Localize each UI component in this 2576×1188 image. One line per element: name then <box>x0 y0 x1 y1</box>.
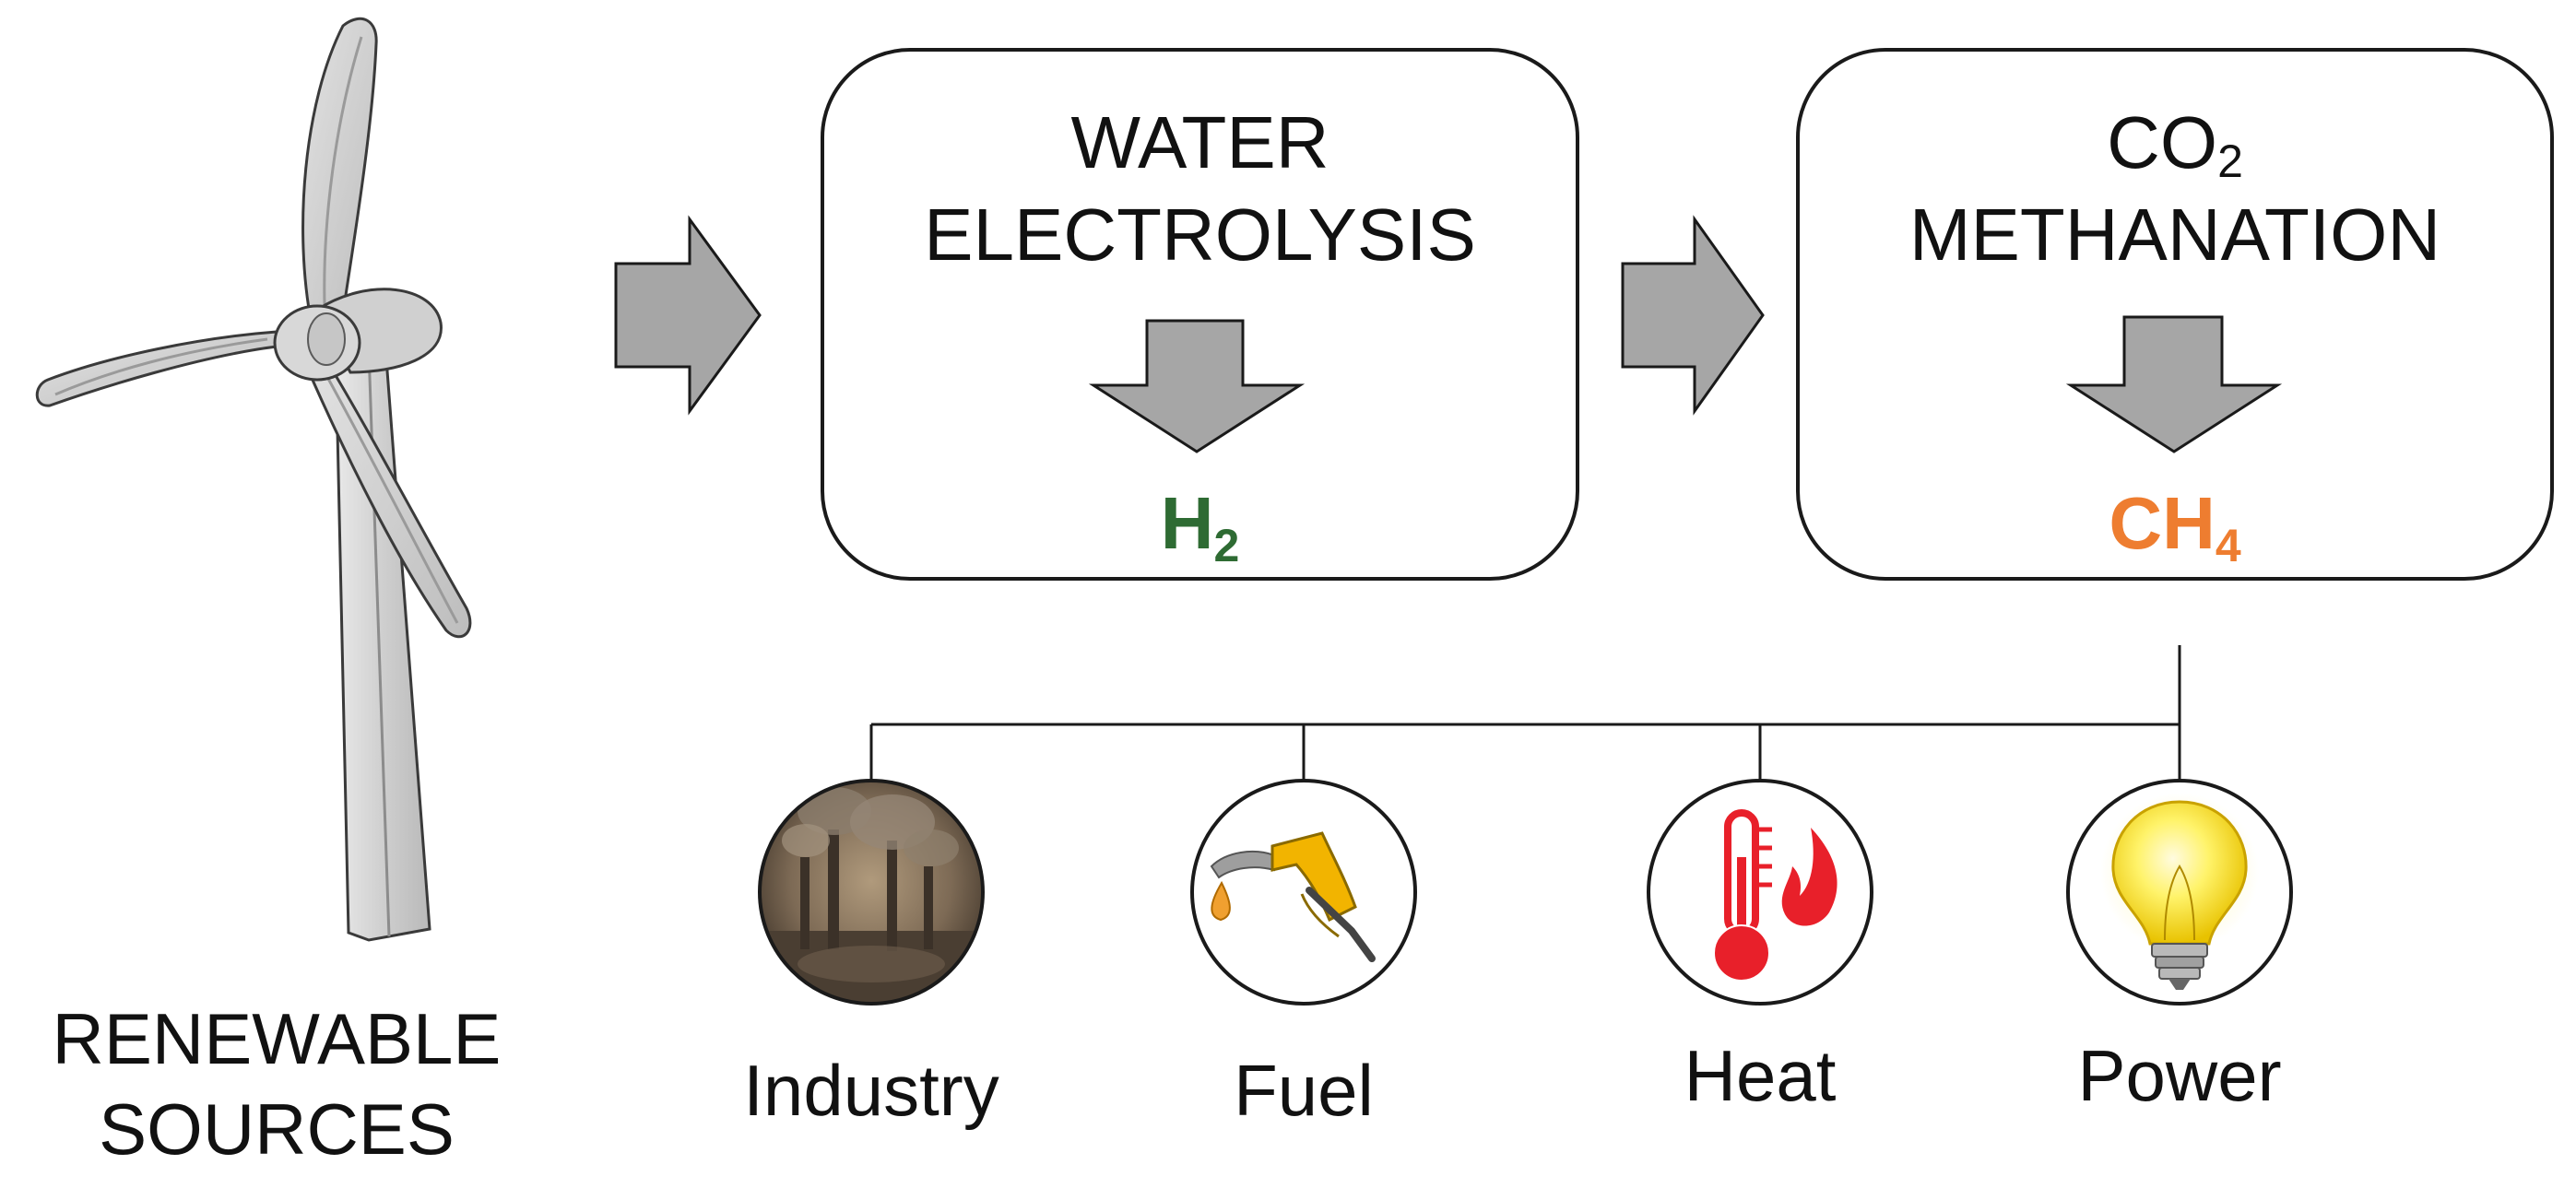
use-label-power: Power <box>2077 1035 2282 1116</box>
light-bulb-icon <box>2066 779 2293 1006</box>
methanation-title-line1: CO2 <box>1798 100 2552 186</box>
electrolysis-box <box>821 48 1579 581</box>
source-label-line2: SOURCES <box>99 1088 455 1170</box>
right-arrow-to-methanation <box>1621 215 1765 416</box>
use-label-fuel: Fuel <box>1234 1050 1374 1131</box>
down-arrow-methanation <box>2065 315 2283 453</box>
hydrogen-subscript: 2 <box>1213 520 1240 571</box>
hydrogen-product-label: H2 <box>822 481 1578 569</box>
distribution-connector <box>869 645 2181 782</box>
use-label-industry: Industry <box>743 1050 999 1131</box>
right-arrow-to-electrolysis <box>614 215 762 416</box>
methane-subscript: 4 <box>2215 520 2241 571</box>
methane-symbol: CH <box>2109 482 2216 564</box>
fuel-nozzle-icon <box>1190 779 1417 1006</box>
co2-subscript: 2 <box>2217 135 2243 187</box>
use-label-heat: Heat <box>1684 1035 1837 1116</box>
electrolysis-title-line2: ELECTROLYSIS <box>924 194 1476 276</box>
methane-product-label: CH4 <box>1798 481 2552 569</box>
factory-smokestacks-icon <box>758 779 985 1006</box>
methanation-box <box>1796 48 2554 581</box>
down-arrow-electrolysis <box>1088 319 1306 453</box>
thermometer-flame-icon <box>1647 779 1873 1006</box>
source-label-line1: RENEWABLE <box>52 998 502 1079</box>
methanation-title-line2: METHANATION <box>1908 194 2441 276</box>
co2-symbol: CO <box>2107 101 2218 183</box>
hydrogen-symbol: H <box>1160 482 1214 564</box>
electrolysis-title-line1: WATER <box>1070 101 1329 183</box>
wind-turbine-icon <box>35 17 472 942</box>
